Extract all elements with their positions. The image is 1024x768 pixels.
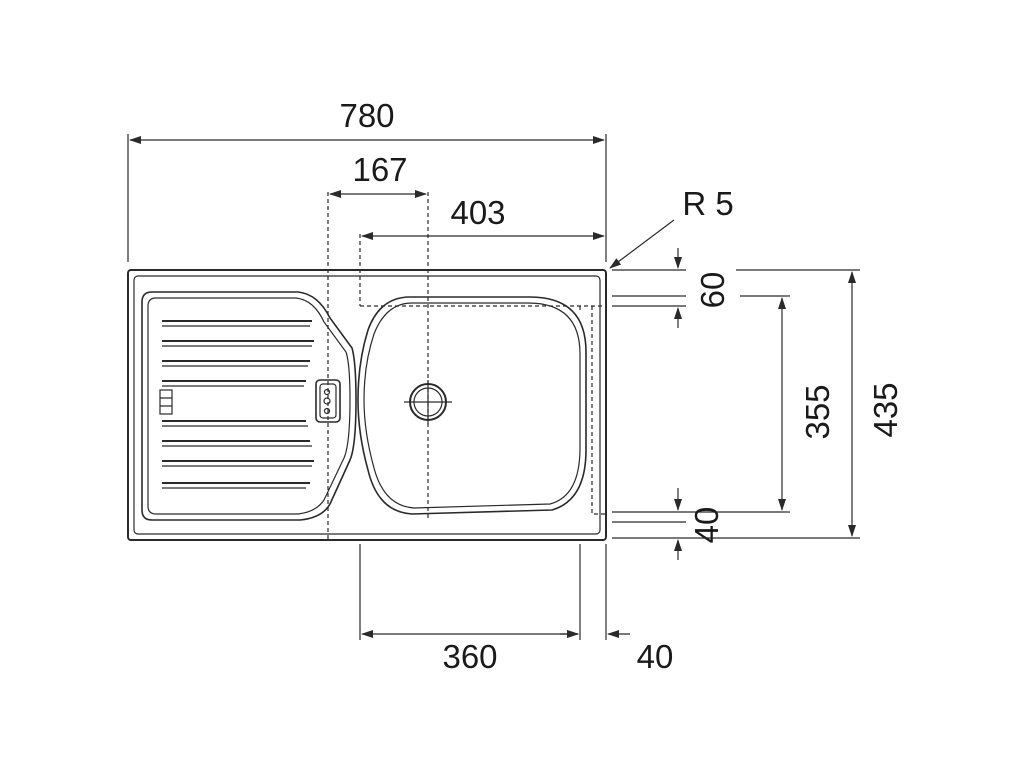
dim-label-780: 780 xyxy=(339,97,394,134)
dim-label-355: 355 xyxy=(799,384,836,439)
dim-label-360: 360 xyxy=(442,638,497,675)
dimension-drainer-offset: 167 xyxy=(329,151,427,198)
dimension-bowl-offset: 403 xyxy=(361,194,605,240)
dimension-corner-radius: R 5 xyxy=(609,185,734,269)
bowl-outline xyxy=(357,296,587,515)
bowl-inner-outline xyxy=(363,302,581,509)
dim-label-40-horizontal: 40 xyxy=(637,638,674,675)
brand-mark-icon xyxy=(159,389,173,415)
dim-label-435: 435 xyxy=(867,382,904,437)
dimension-overall-width: 780 xyxy=(127,97,607,262)
dimension-bowl-depth: 355 xyxy=(612,295,836,513)
sink-inner-rim xyxy=(133,275,601,535)
dimension-top-margin: 60 xyxy=(612,248,731,328)
drainer-outline xyxy=(141,291,357,521)
dim-label-r5: R 5 xyxy=(682,185,733,222)
sink-outer-rim xyxy=(127,269,607,541)
drainer-inner-outline xyxy=(147,297,351,515)
dimension-bowl-width: 360 xyxy=(359,544,581,675)
dimension-bottom-margin: 40 xyxy=(612,488,725,560)
overflow-icon xyxy=(315,379,341,423)
dim-label-403: 403 xyxy=(450,194,505,231)
dim-label-60: 60 xyxy=(694,272,731,309)
dimension-side-margin: 40 xyxy=(560,544,673,675)
sink-bowl xyxy=(357,296,587,515)
drainer-grooves xyxy=(162,320,314,489)
dimension-overall-depth: 435 xyxy=(612,269,904,539)
dim-label-167: 167 xyxy=(352,151,407,188)
hidden-lines xyxy=(327,192,606,540)
dim-label-40-vertical: 40 xyxy=(688,507,725,544)
drainer-area xyxy=(141,291,357,521)
sink-outline xyxy=(127,269,607,541)
